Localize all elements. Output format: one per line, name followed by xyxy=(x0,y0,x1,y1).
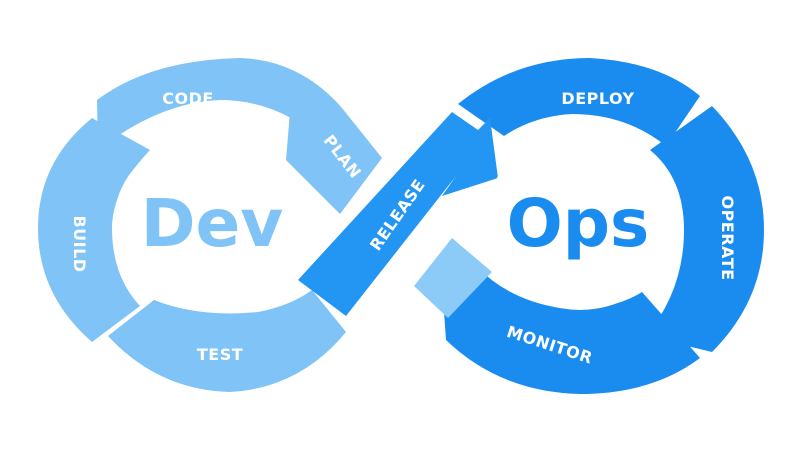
ops-center xyxy=(484,134,676,310)
ops-title: Ops xyxy=(507,185,650,262)
release-segment xyxy=(298,112,498,316)
operate-label: OPERATE xyxy=(718,195,737,280)
build-label: BUILD xyxy=(70,215,89,272)
code-segment xyxy=(97,58,342,150)
test-segment xyxy=(108,290,346,392)
code-label: CODE xyxy=(162,89,214,108)
plan-segment xyxy=(286,108,382,214)
crossover-light-piece xyxy=(414,238,492,318)
dev-title: Dev xyxy=(141,185,284,262)
test-label: TEST xyxy=(197,345,243,364)
build-segment xyxy=(38,118,150,342)
deploy-label: DEPLOY xyxy=(561,89,634,108)
operate-segment xyxy=(646,106,764,352)
deploy-segment xyxy=(458,58,700,146)
dev-center xyxy=(114,134,310,310)
monitor-segment xyxy=(442,268,700,394)
